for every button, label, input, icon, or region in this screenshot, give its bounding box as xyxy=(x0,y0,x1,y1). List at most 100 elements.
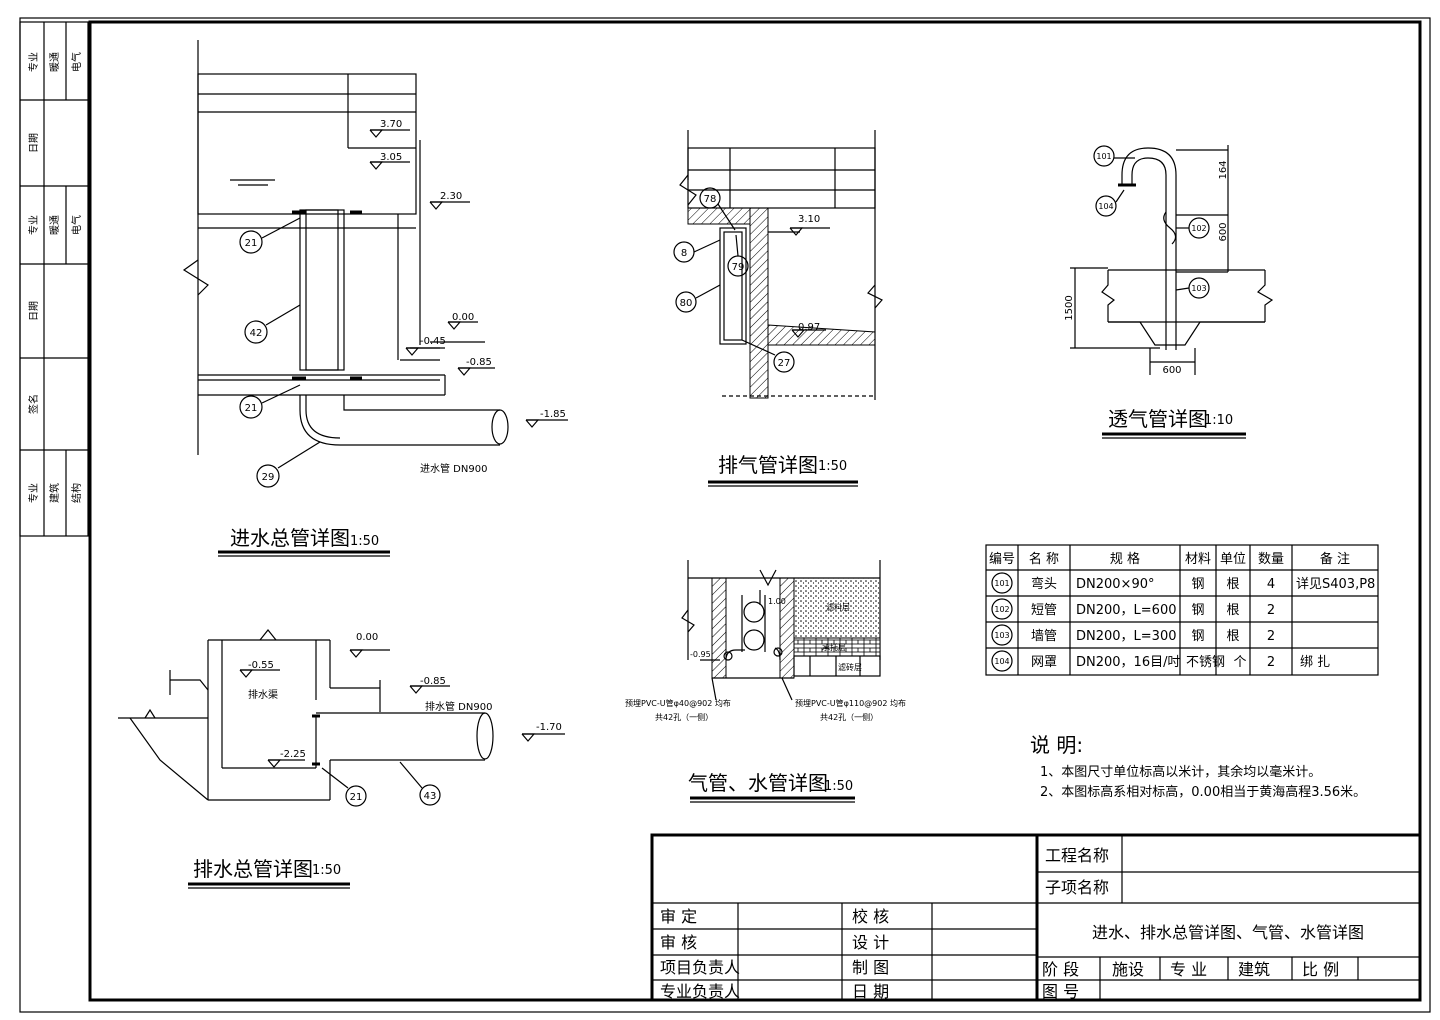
strip-cell-6-l2: 建筑 xyxy=(48,483,61,503)
tb-sig-left-3: 项目负责人 xyxy=(660,958,740,977)
gas-water-pipe-detail xyxy=(681,560,881,803)
tb-discipline-label: 专 业 xyxy=(1170,960,1207,979)
tb-drawing-title: 进水、排水总管详图、气管、水管详图 xyxy=(1092,923,1364,942)
vent-elev-1: 3.10 xyxy=(798,214,820,225)
mt-header-remark: 备 注 xyxy=(1320,551,1350,567)
outlet-elev-3: -0.85 xyxy=(420,676,446,687)
left-strip-text: 专业 暖通 电气 日期 专业 暖通 电气 日期 签名 专业 建筑 结构 xyxy=(27,52,83,503)
breather-dim-4: 600 xyxy=(1162,365,1181,376)
mt-r4-qty: 2 xyxy=(1267,655,1275,670)
outlet-elev-5: -2.25 xyxy=(280,749,306,760)
mt-r1-name: 弯头 xyxy=(1031,576,1057,592)
outlet-pipe-detail xyxy=(118,629,565,889)
gw-note-4: 共42孔（一侧） xyxy=(820,712,878,722)
strip-cell-3-l3: 电气 xyxy=(70,215,83,235)
tb-stage-label: 阶 段 xyxy=(1042,960,1079,979)
mt-header-mat: 材料 xyxy=(1185,552,1211,567)
mt-r4-name: 网罩 xyxy=(1031,655,1057,670)
mt-r2-no: 102 xyxy=(994,605,1009,614)
mt-r4-mat: 不锈钢 xyxy=(1186,655,1225,670)
mt-r2-name: 短管 xyxy=(1031,603,1057,618)
strip-cell-1-l1: 专业 xyxy=(27,52,40,72)
inlet-elev-2: 3.05 xyxy=(380,152,402,163)
mt-r4-spec: DN200，16目/吋 xyxy=(1076,655,1180,670)
outlet-label-channel: 排水渠 xyxy=(248,688,278,701)
tb-sig-left-4: 专业负责人 xyxy=(660,982,740,1001)
outlet-label-pipe: 排水管 DN900 xyxy=(425,700,492,713)
inlet-pipe-detail xyxy=(182,40,568,557)
breather-title: 透气管详图 xyxy=(1108,407,1208,431)
title-block-text: 工程名称 子项名称 进水、排水总管详图、气管、水管详图 审 定 审 核 项目负责… xyxy=(660,846,1364,1001)
mt-r1-remark: 详见S403,P8 xyxy=(1296,577,1375,592)
tb-sig-right-1: 校 核 xyxy=(852,907,889,926)
mt-r4-remark: 绑 扎 xyxy=(1300,655,1330,670)
tb-discipline: 建筑 xyxy=(1238,960,1270,979)
gw-label-support: 承托层 xyxy=(822,642,846,652)
breather-text: 101 104 102 103 164 600 1500 600 透气管详图 1… xyxy=(1064,152,1233,431)
notes: 说 明: 1、本图尺寸单位标高以米计，其余均以毫米计。 2、本图标高系相对标高，… xyxy=(1030,733,1366,800)
tb-project-name-label: 工程名称 xyxy=(1045,846,1109,865)
mt-r2-spec: DN200，L=600 xyxy=(1076,603,1177,618)
breather-pipe-detail xyxy=(1070,145,1274,439)
vent-pipe-detail xyxy=(673,130,883,487)
notes-heading: 说 明: xyxy=(1030,733,1083,757)
gw-note-3: 预埋PVC-U管φ110@902 均布 xyxy=(795,698,906,708)
inlet-elev-3: 2.30 xyxy=(440,191,462,202)
inlet-callout-3: 21 xyxy=(245,403,258,414)
strip-cell-2: 日期 xyxy=(28,133,40,153)
gw-scale: 1:50 xyxy=(824,779,853,794)
outlet-callout-1: 21 xyxy=(350,792,363,803)
inlet-elev-1: 3.70 xyxy=(380,119,402,130)
inlet-callout-4: 29 xyxy=(262,472,275,483)
vent-callout-2: 8 xyxy=(681,248,687,259)
vent-elev-2: 0.97 xyxy=(798,322,820,333)
inlet-text: 3.70 3.05 2.30 0.00 -0.45 -0.85 -1.85 21… xyxy=(230,119,566,550)
inlet-callout-2: 42 xyxy=(250,328,263,339)
gw-label-brick: 滤砖层 xyxy=(838,662,862,672)
notes-item-2: 2、本图标高系相对标高，0.00相当于黄海高程3.56米。 xyxy=(1040,784,1366,800)
tb-sub-item-label: 子项名称 xyxy=(1045,878,1109,897)
mt-r3-unit: 根 xyxy=(1226,629,1239,644)
tb-scale-label: 比 例 xyxy=(1302,960,1339,979)
gw-note-1: 预埋PVC-U管φ40@902 均布 xyxy=(625,698,731,708)
outlet-scale: 1:50 xyxy=(312,863,341,878)
gw-label-filter: 滤料层 xyxy=(826,602,850,612)
outlet-text: 0.00 -0.55 -0.85 -1.70 -2.25 排水渠 排水管 DN9… xyxy=(193,632,562,881)
strip-cell-1-l3: 电气 xyxy=(70,52,83,72)
tb-sig-right-2: 设 计 xyxy=(852,933,889,952)
inlet-elev-6: -0.85 xyxy=(466,357,492,368)
gw-elev-1: -0.95 xyxy=(690,650,711,659)
gas-water-text: -0.95 1.00 预埋PVC-U管φ40@902 均布 共42孔（一侧） 预… xyxy=(625,597,906,795)
vent-callout-5: 27 xyxy=(778,358,791,369)
material-table-text: 编号 名 称 规 格 材料 单位 数量 备 注 101 弯头 DN200×90°… xyxy=(989,551,1375,670)
breather-dim-1: 164 xyxy=(1218,160,1229,179)
title-block xyxy=(650,833,1422,1002)
mt-header-qty: 数量 xyxy=(1258,552,1284,567)
mt-r4-unit: 个 xyxy=(1233,655,1246,670)
inlet-callout-1: 21 xyxy=(245,238,258,249)
strip-cell-4: 日期 xyxy=(28,301,40,321)
mt-r1-no: 101 xyxy=(994,579,1009,588)
tb-stage: 施设 xyxy=(1112,960,1144,979)
inlet-title: 进水总管详图 xyxy=(230,526,350,550)
mt-r3-mat: 钢 xyxy=(1191,629,1204,644)
inlet-elev-7: -1.85 xyxy=(540,409,566,420)
mt-r1-qty: 4 xyxy=(1267,577,1275,592)
mt-header-spec: 规 格 xyxy=(1110,551,1140,567)
strip-cell-6-l1: 专业 xyxy=(27,483,40,503)
breather-callout-4: 103 xyxy=(1191,284,1206,293)
vent-callout-3: 79 xyxy=(732,262,745,273)
strip-cell-5: 签名 xyxy=(27,394,40,414)
breather-callout-1: 101 xyxy=(1096,152,1111,161)
gw-note-2: 共42孔（一侧） xyxy=(655,712,713,722)
mt-r3-spec: DN200，L=300 xyxy=(1076,629,1177,644)
mt-header-unit: 单位 xyxy=(1220,552,1246,567)
breather-callout-3: 102 xyxy=(1191,224,1206,233)
tb-sig-right-4: 日 期 xyxy=(852,982,889,1001)
outlet-elev-4: -1.70 xyxy=(536,722,562,733)
inlet-elev-5: -0.45 xyxy=(420,336,446,347)
mt-r1-mat: 钢 xyxy=(1191,577,1204,592)
breather-dim-2: 600 xyxy=(1218,222,1229,241)
tb-sig-left-1: 审 定 xyxy=(660,907,697,926)
vent-callout-1: 78 xyxy=(704,194,717,205)
